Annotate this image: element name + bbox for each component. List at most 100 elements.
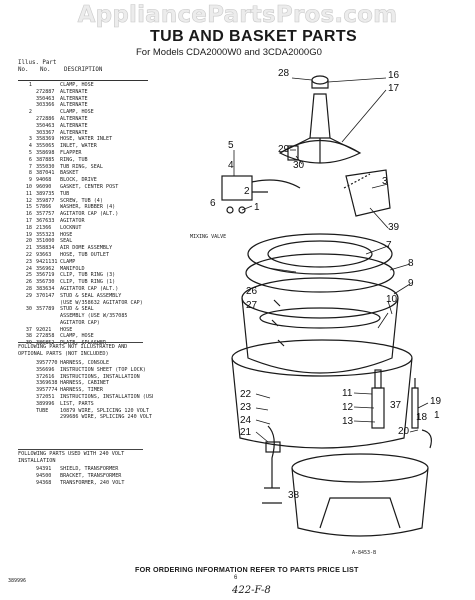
- callout-19: 19: [430, 396, 442, 407]
- part-number: 3957770: [36, 360, 58, 366]
- ordering-footer: FOR ORDERING INFORMATION REFER TO PARTS …: [135, 565, 359, 574]
- part-description: HARNESS, CONSOLE: [60, 360, 110, 366]
- part-description: ALTERNATE: [60, 95, 88, 102]
- illus-no: [18, 123, 32, 130]
- callout-38: 38: [288, 490, 300, 501]
- part-number: [36, 320, 60, 327]
- part-number: [36, 109, 60, 116]
- parts-row: 10 96090 GASKET, CENTER POST: [18, 184, 153, 191]
- base-walls: [291, 467, 429, 537]
- illus-no: 1: [28, 82, 32, 88]
- part-number: 372051: [36, 393, 55, 400]
- center-post-shape: [374, 369, 382, 389]
- callout-23: 23: [240, 402, 252, 413]
- part-description: HOSE, TUB OUTLET: [60, 251, 110, 258]
- header-divider: [18, 80, 148, 81]
- part-description: AGITATOR CAP (ALT.): [60, 211, 119, 218]
- stud-seal-shape: [287, 145, 299, 161]
- part-description: HOSE: [60, 326, 73, 333]
- illus-no: 37: [25, 326, 32, 333]
- part-description: ALTERNATE: [60, 102, 88, 109]
- tub-top: [231, 339, 413, 377]
- callout-4: 4: [228, 160, 234, 171]
- mixing-valve-shape: [221, 175, 253, 201]
- callout-30: 30: [293, 160, 305, 171]
- part-number: 94068: [36, 177, 52, 184]
- illus-no: 28: [25, 285, 32, 292]
- part-description: BLOCK, DRIVE: [60, 177, 97, 184]
- part-number: 355065: [36, 143, 55, 150]
- illus-no: [18, 320, 32, 327]
- illus-no: 8: [28, 170, 32, 177]
- agitator-post: [309, 93, 331, 139]
- tub-basket-diagram: 28 16 17 29 30 5 3 39 2 4 6 1 7 8 9 10 2…: [190, 68, 442, 556]
- part-number: 96090: [36, 183, 52, 190]
- figure-code: A-8453-B: [352, 550, 376, 556]
- part-description: CLAMP, HOSE: [60, 333, 94, 340]
- part-description: 299686 WIRE, SPLICING 240 VOLT: [60, 414, 153, 421]
- header-illus: Illus. Part: [18, 60, 57, 66]
- illus-no: 7: [28, 163, 32, 170]
- illus-no: 3: [28, 136, 32, 143]
- part-number: 21366: [36, 224, 52, 231]
- part-number: 94368: [36, 479, 52, 486]
- illus-no: 10: [25, 183, 32, 190]
- callout-3: 3: [382, 176, 388, 187]
- callout-27: 27: [246, 300, 258, 311]
- part-description: TRANSFORMER, 240 VOLT: [60, 479, 125, 486]
- part-number: 387041: [36, 170, 55, 177]
- part-description: INLET, WATER: [60, 143, 97, 150]
- part-number: [36, 82, 60, 89]
- part-description: SEAL: [60, 238, 73, 245]
- illus-no-empty: [18, 414, 32, 421]
- tub-ring-outer: [247, 233, 393, 275]
- part-description: ALTERNATE: [60, 88, 88, 95]
- callout-17: 17: [388, 83, 400, 94]
- tub-ring-clips: [271, 299, 285, 347]
- part-description: HOSE, WATER INLET: [60, 136, 113, 143]
- leader-dash: [343, 173, 371, 189]
- base-frame: [319, 497, 401, 529]
- callout-11: 11: [342, 388, 353, 399]
- header-no: No.: [18, 67, 29, 73]
- callout-6: 6: [210, 198, 216, 209]
- part-description: TUB RING, SEAL: [60, 163, 103, 170]
- part-number: 356962: [36, 265, 55, 272]
- hand-code: 422-F-8: [232, 585, 271, 596]
- parts-row: 94368 TRANSFORMER, 240 VOLT: [18, 480, 153, 487]
- basket-balance-ring: [259, 307, 381, 329]
- volt-240-heading: FOLLOWING PARTS USED WITH 240 VOLT INSTA…: [18, 451, 125, 464]
- part-number: 357789: [36, 306, 55, 313]
- part-number: 359877: [36, 197, 55, 204]
- part-description: GASKET, CENTER POST: [60, 183, 119, 190]
- part-description: INSTRUCTIONS, INSTALLATION: [60, 373, 140, 380]
- part-description: CLAMP: [60, 258, 76, 265]
- illus-no-empty: [18, 374, 32, 381]
- valve-clamp: [238, 206, 246, 214]
- callout-8: 8: [408, 258, 414, 269]
- part-description: HARNESS, CABINET: [60, 380, 110, 387]
- part-description: ALTERNATE: [60, 122, 88, 129]
- leader-lines: [233, 77, 429, 443]
- part-description: 10879 WIRE, SPLICING 120 VOLT: [60, 407, 149, 414]
- part-number: 92021: [36, 326, 52, 333]
- part-number: 389735: [36, 190, 55, 197]
- illus-no: 12: [25, 197, 32, 204]
- part-description: SHIELD, TRANSFORMER: [60, 466, 119, 472]
- part-number: 356730: [36, 279, 55, 286]
- illus-no: 19: [25, 231, 32, 238]
- callout-26: 26: [246, 286, 258, 297]
